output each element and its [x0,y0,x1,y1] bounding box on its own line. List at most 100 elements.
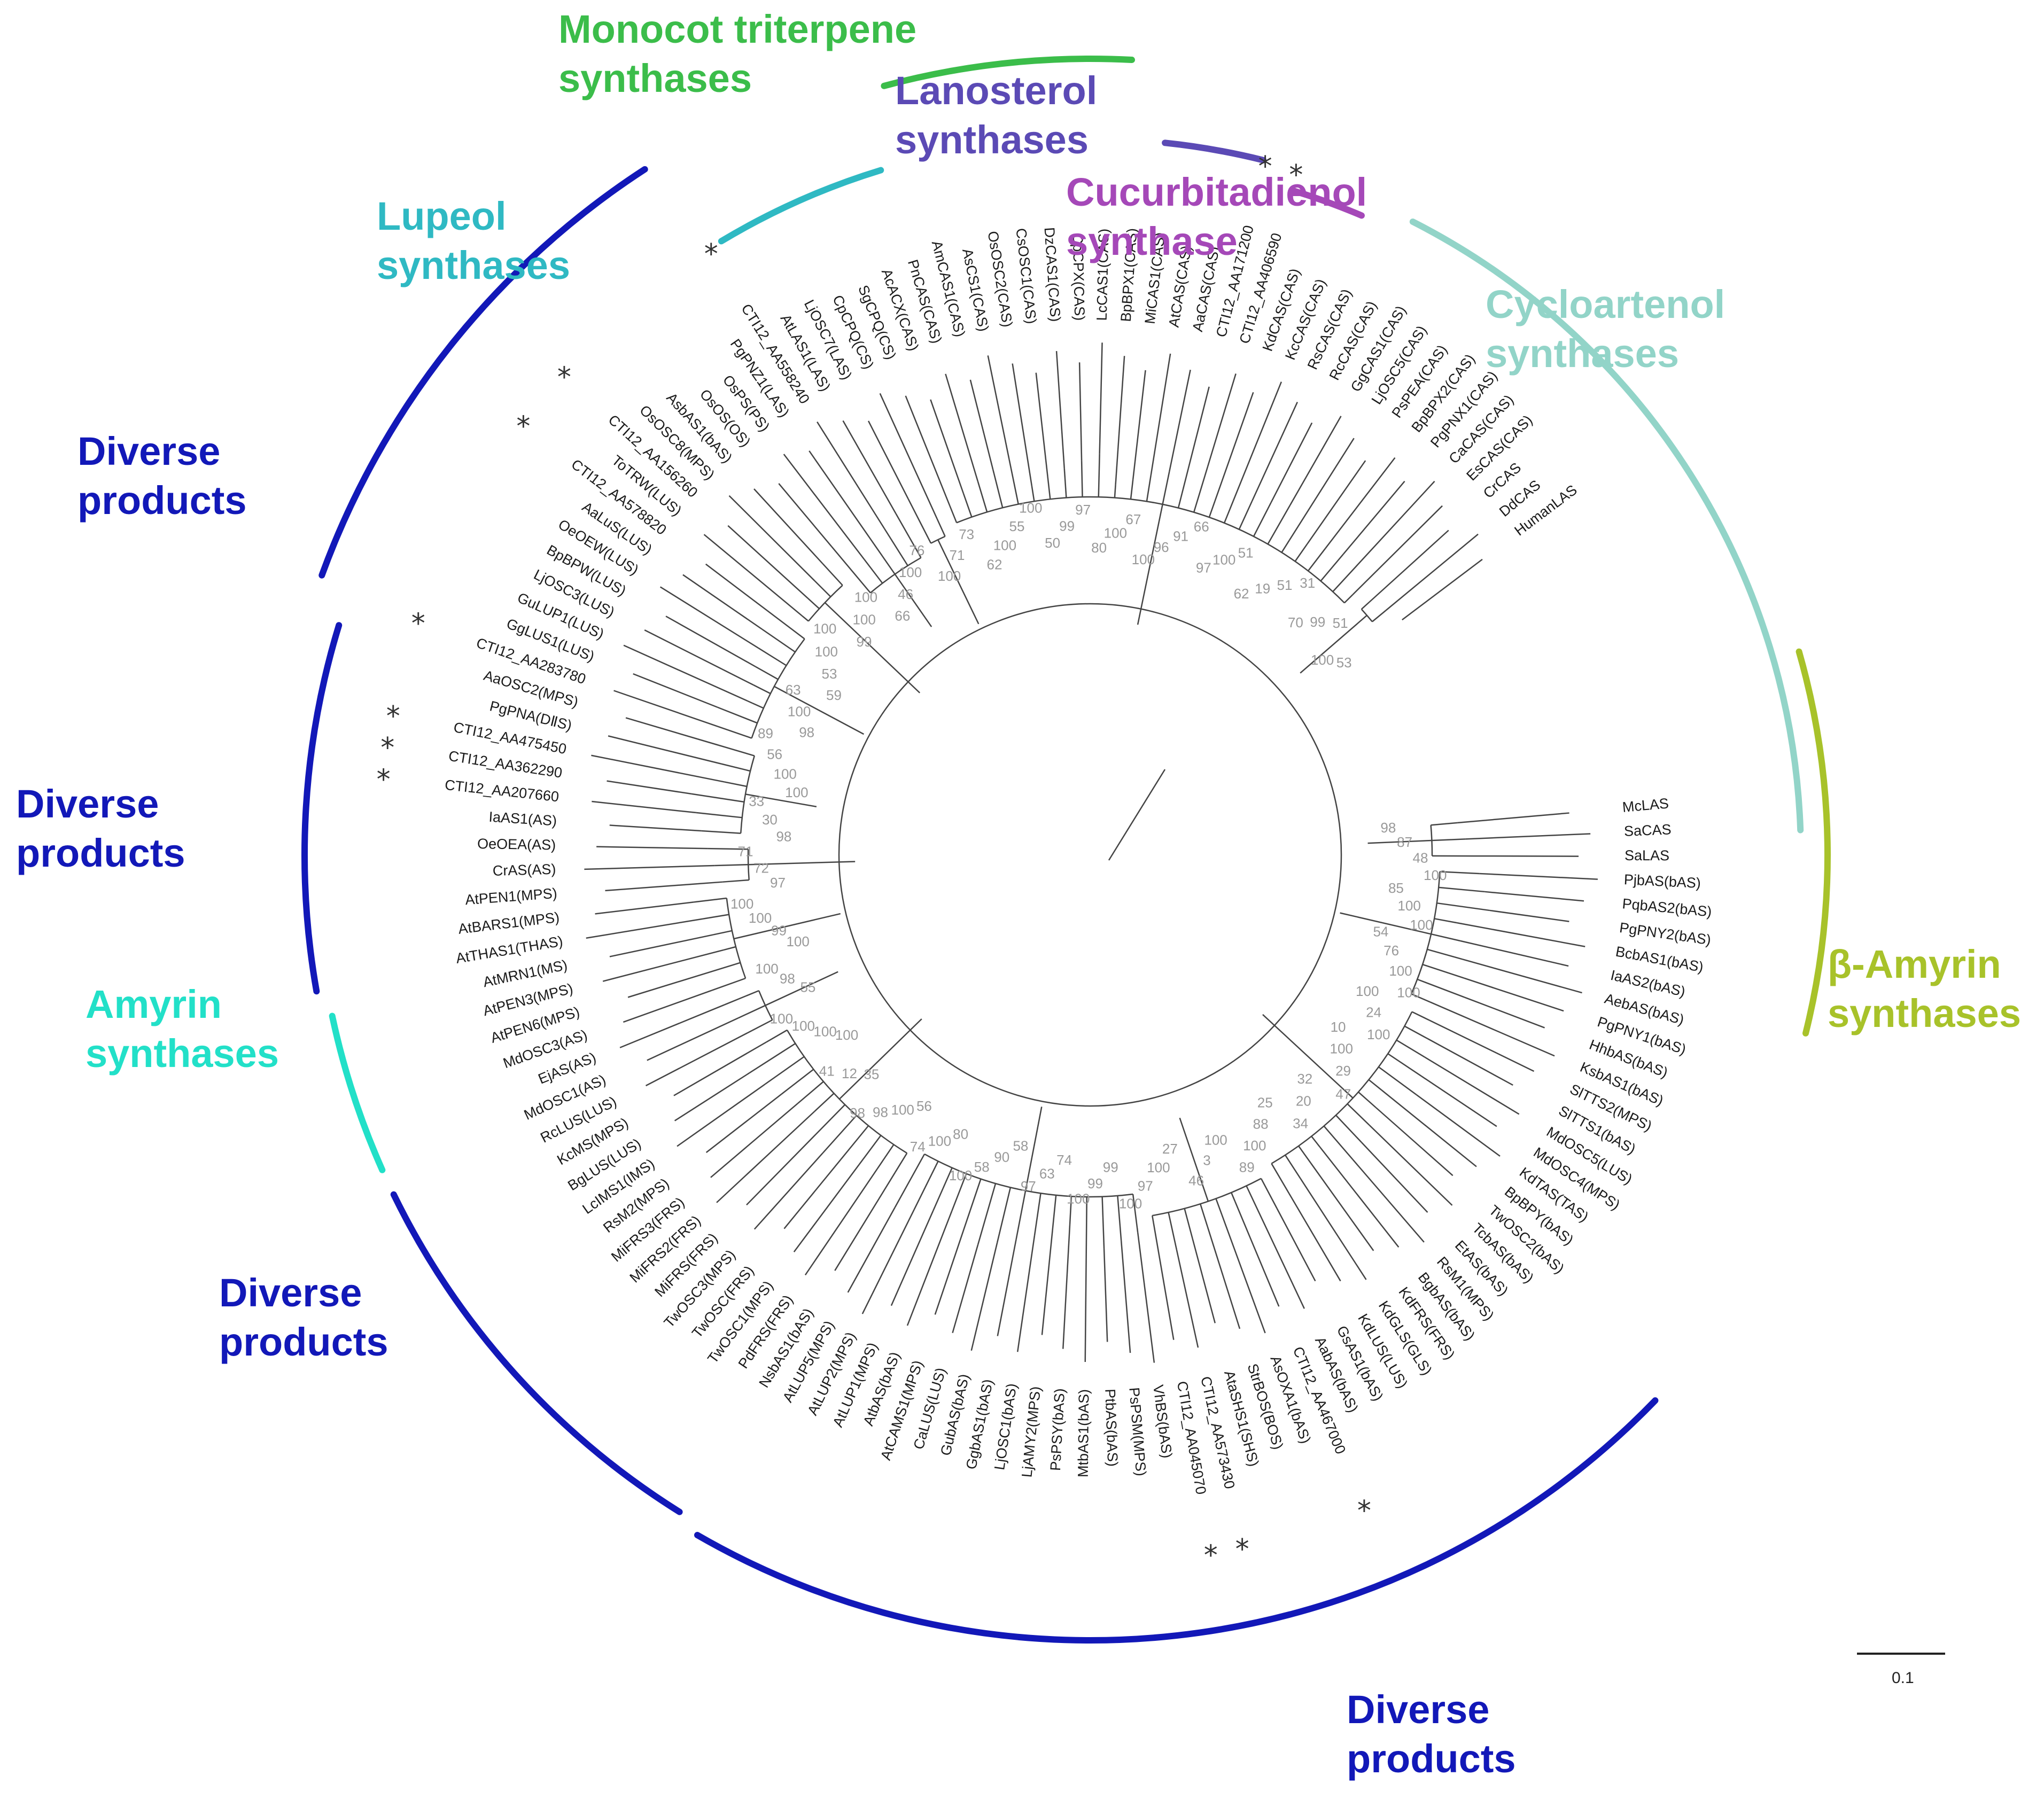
leaf-branch [1132,370,1146,480]
leaf-branch [753,1152,823,1230]
leaf-stem [719,744,755,757]
bootstrap-value: 98 [850,1105,865,1121]
bootstrap-value: 100 [1424,867,1447,883]
leaf-stem [969,1179,982,1211]
leaf-stem [1246,1185,1249,1189]
bootstrap-value: 53 [1336,655,1352,671]
leaf-stem [1047,477,1051,500]
leaf-branch [644,629,754,686]
leaf-stem [1343,594,1354,604]
leaf-branch [605,881,722,892]
asterisk-marker: * [1258,151,1272,183]
leaf-stem [1434,918,1457,924]
leaf-stem [1152,1215,1154,1224]
leaf-branch [609,934,713,957]
leaf-branch [1232,381,1283,501]
bootstrap-value: 99 [1087,1175,1103,1191]
leaf-label: AtBARS1(MPS) [457,909,561,937]
leaf-branch [1479,873,1598,880]
leaf-branch [705,563,768,611]
leaf-stem [1332,560,1362,593]
leaf-branch [1457,922,1586,947]
leaf-branch [1489,909,1569,922]
leaf-stem [1031,486,1035,502]
leaf-stem [711,977,746,991]
bootstrap-value: 100 [1067,1190,1090,1206]
leaf-branch [930,399,965,494]
leaf-stem [722,879,749,883]
bootstrap-value: 10 [1331,1019,1346,1035]
leaf-branch [1385,533,1479,611]
bootstrap-value: 100 [891,1102,914,1118]
clade-stem [1300,614,1367,674]
leaf-stem [932,1167,953,1211]
leaf-branch [1427,1038,1513,1086]
leaf-stem [1114,485,1116,498]
leaf-branch [1424,1056,1520,1115]
leaf-stem [703,914,729,920]
leaf-branch [1429,1001,1555,1057]
bootstrap-value: 100 [788,704,811,720]
bootstrap-value: 100 [1204,1132,1227,1148]
bootstrap-value: 100 [813,1023,836,1039]
leaf-stem [1378,1066,1417,1095]
leaf-stem [1285,1155,1301,1179]
asterisk-marker: * [386,700,400,733]
leaf-branch [1103,1249,1108,1342]
leaf-branch [1300,1178,1367,1280]
asterisk-marker: * [1289,159,1303,191]
bootstrap-value: 99 [771,923,787,939]
leaf-branch [703,534,803,617]
leaf-branch [659,586,759,649]
leaf-stem [1215,1198,1223,1215]
leaf-stem [962,493,973,518]
leaf-branch [1276,1208,1316,1282]
bootstrap-value: 67 [1125,511,1141,527]
leaf-branch [677,1083,766,1147]
leaf-stem [1320,554,1344,582]
bootstrap-value: 100 [749,910,772,926]
leaf-stem [1267,504,1291,544]
leaf-stem [1311,1135,1321,1148]
leaf-branch [1221,1214,1266,1334]
leaf-stem [1253,502,1272,537]
bootstrap-value: 58 [974,1159,990,1175]
leaf-branch [997,1239,1017,1336]
leaf-stem [1200,1203,1208,1227]
leaf-branch [1307,460,1366,544]
bootstrap-value: 100 [949,1167,972,1183]
bootstrap-value: 97 [1196,559,1211,575]
clade-stem [733,913,841,940]
leaf-stem [1015,1190,1027,1240]
clade-stem [745,793,817,808]
bootstrap-value: 74 [910,1139,926,1155]
leaf-label: LjAMY2(MPS) [1019,1385,1044,1478]
leaf-stem [714,863,749,867]
leaf-stem [1432,838,1466,842]
leaf-branch [783,1158,842,1229]
leaf-branch [586,918,704,939]
bootstrap-value: 46 [898,586,913,602]
leaf-branch [1325,457,1396,549]
leaf-branch [847,1207,896,1293]
leaf-branch [1169,369,1191,472]
leaf-branch [1137,1232,1155,1363]
bootstrap-value: 59 [826,687,842,703]
leaf-stem [761,628,796,653]
leaf-stem [1439,886,1485,893]
leaf-branch [1288,1193,1341,1282]
bootstrap-value: 99 [1103,1159,1118,1175]
bootstrap-value: 48 [1412,850,1428,866]
bootstrap-value: 80 [1091,540,1107,556]
backbone-ring [838,603,1342,1107]
bootstrap-value: 98 [780,971,795,987]
bootstrap-value: 100 [928,1133,951,1149]
leaf-stem [949,505,958,523]
leaf-branch [1361,480,1435,562]
bootstrap-value: 74 [1056,1152,1072,1168]
